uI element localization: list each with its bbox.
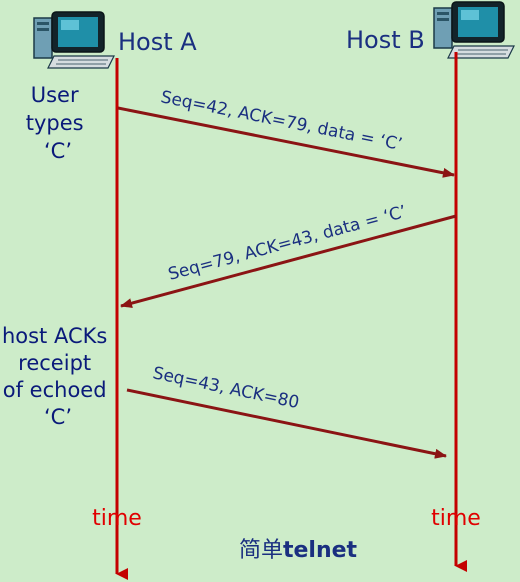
- message-label-3: Seq=43, ACK=80: [151, 363, 301, 413]
- host-acks-line-1: host ACKs: [2, 324, 107, 348]
- computer-icon-host-b: [433, 1, 515, 59]
- user-types-line-3: ‘C’: [44, 139, 72, 163]
- message-label-1: Seq=42, ACK=79, data = ‘C’: [159, 87, 404, 155]
- message-arrow-2: [120, 214, 457, 308]
- computer-icon-host-a: [33, 11, 115, 69]
- message-arrow-1: [117, 106, 455, 178]
- user-types-line-2: types: [26, 111, 84, 135]
- caption: 简单telnet: [239, 538, 358, 563]
- message-label-2: Seq=79, ACK=43, data = ‘C’: [166, 202, 409, 285]
- user-types-line-1: User: [31, 83, 79, 107]
- caption-latin: telnet: [283, 538, 358, 563]
- host-a-time-label: time: [92, 506, 142, 531]
- host-acks-note: host ACKs receipt of echoed ‘C’: [2, 324, 114, 429]
- host-b-label: Host B: [346, 26, 425, 54]
- message-arrow-3: [126, 388, 447, 459]
- caption-cjk: 简单: [239, 538, 283, 563]
- user-types-note: User types ‘C’: [26, 83, 91, 163]
- host-acks-line-3: of echoed: [3, 378, 107, 402]
- host-b-time-label: time: [431, 506, 481, 531]
- host-acks-line-4: ‘C’: [44, 405, 72, 429]
- host-a-label: Host A: [118, 28, 197, 56]
- host-acks-line-2: receipt: [18, 351, 91, 375]
